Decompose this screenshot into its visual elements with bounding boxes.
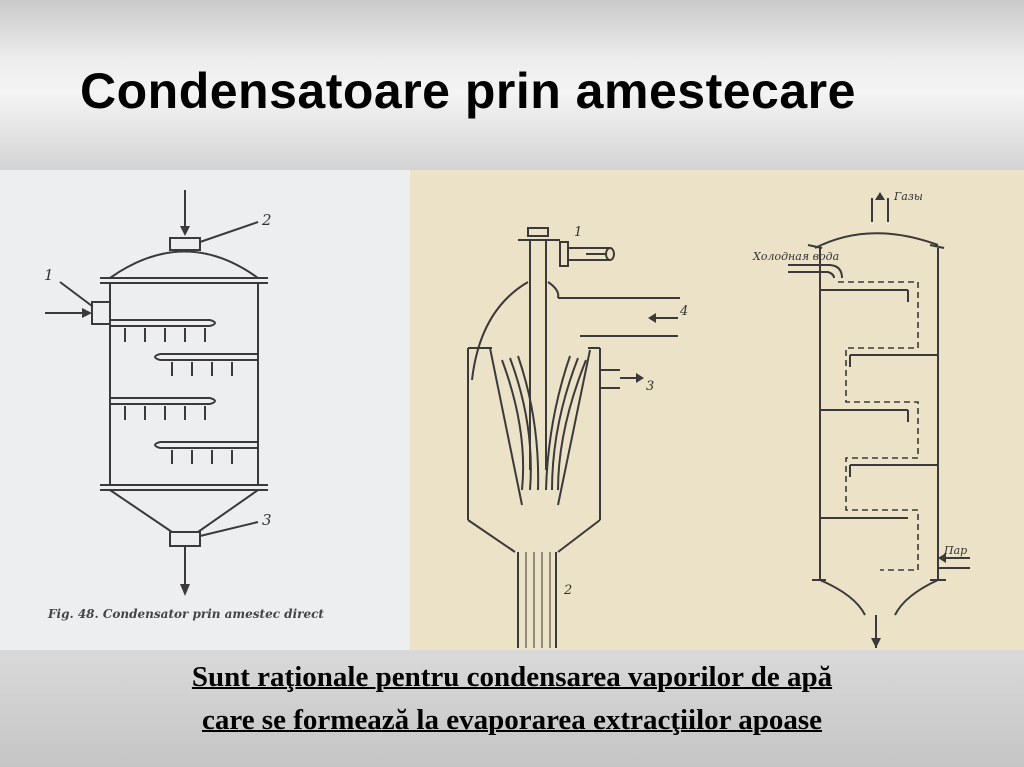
figure-ejector-and-barometric-condenser: 1 4 3 2 Газы Холодная вода Пар (410, 170, 1024, 650)
caption-line-1: Sunt raţionale pentru condensarea vapori… (191, 661, 833, 693)
caption-band (0, 650, 1024, 767)
direct-condenser-drawing: 2 1 3 Fig. 48. Condensator prin amestec … (44, 190, 324, 621)
right-label-gas: Газы (893, 190, 923, 203)
left-label-2: 2 (261, 211, 272, 229)
right-label-cold-water: Холодная вода (752, 250, 839, 263)
middle-label-1: 1 (574, 225, 582, 240)
figure-direct-mixing-condenser: 2 1 3 Fig. 48. Condensator prin amestec … (0, 170, 410, 650)
slide-header (0, 0, 1024, 170)
middle-label-2: 2 (563, 583, 572, 598)
ejector-condenser-drawing: 1 4 3 2 Газы Холодная вода Пар (467, 190, 970, 648)
caption-line-2: care se formează la evaporarea extracţii… (201, 704, 823, 736)
middle-label-4: 4 (679, 304, 688, 319)
middle-label-3: 3 (646, 379, 654, 394)
slide-caption: Sunt raţionale pentru condensarea vapori… (0, 656, 1024, 742)
left-label-3: 3 (262, 511, 272, 529)
left-label-1: 1 (44, 266, 54, 284)
right-label-steam: Пар (943, 544, 967, 557)
slide-title: Condensatoare prin amestecare (80, 63, 856, 119)
left-figure-caption: Fig. 48. Condensator prin amestec direct (47, 607, 324, 621)
